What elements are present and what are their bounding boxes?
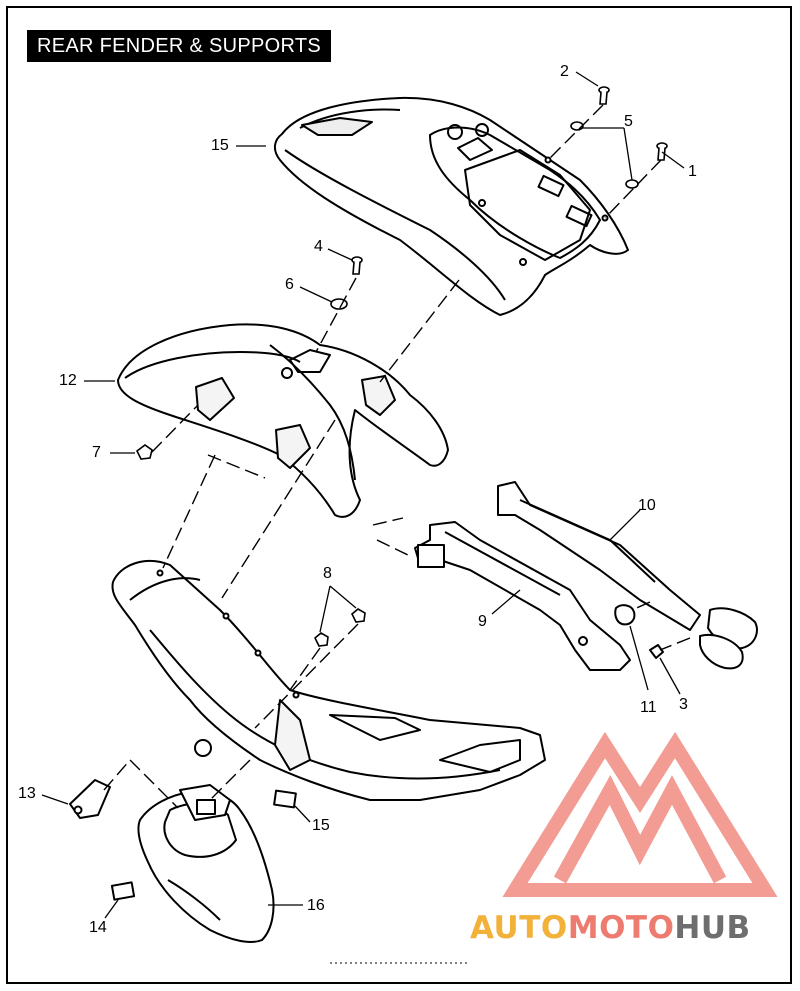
callout-15-plate: 15 [312, 817, 330, 834]
callout-2: 2 [560, 63, 569, 80]
nut-hardware [314, 608, 366, 647]
callout-14: 14 [89, 919, 107, 936]
screw-hardware [135, 86, 668, 460]
callout-11: 11 [640, 699, 657, 716]
support-rails-part [414, 481, 758, 671]
callout-6: 6 [285, 276, 294, 293]
callout-3: 3 [679, 696, 688, 713]
callout-5: 5 [624, 113, 633, 130]
rear-fender-part [274, 96, 629, 316]
callout-16: 16 [307, 897, 325, 914]
callout-1: 1 [688, 163, 697, 180]
watermark-part-2: MOTO [567, 910, 675, 946]
diagram-title: REAR FENDER & SUPPORTS [27, 30, 332, 62]
callout-leader-lines [41, 71, 685, 919]
watermark-part-3: HUB [674, 910, 751, 946]
callout-10: 10 [638, 497, 656, 514]
callout-7: 7 [92, 444, 101, 461]
callout-15-fender: 15 [211, 137, 229, 154]
diagram-frame [6, 6, 792, 984]
assembly-guide-lines [103, 104, 691, 809]
watermark-part-1: AUTO [470, 910, 568, 946]
callout-12: 12 [59, 372, 77, 389]
callout-4: 4 [314, 238, 323, 255]
callout-8: 8 [323, 565, 332, 582]
watermark-logo-icon [502, 731, 778, 897]
fender-support-part [117, 323, 449, 518]
callout-13: 13 [18, 785, 36, 802]
lower-fender-frame-part [111, 560, 546, 801]
callout-9: 9 [478, 613, 487, 630]
rear-guard-part [69, 779, 297, 943]
watermark-text: AUTOMOTOHUB [470, 910, 751, 946]
